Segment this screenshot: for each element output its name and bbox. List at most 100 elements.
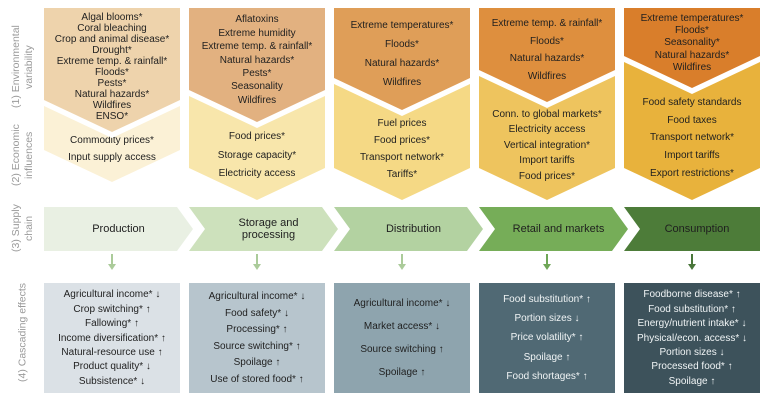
economic-item: Fuel prices <box>377 118 427 129</box>
economic-item: Food prices* <box>228 131 286 143</box>
down-arrow-stem <box>111 254 113 264</box>
environmental-item: Wildfires <box>92 100 132 111</box>
environmental-item: Extreme temp. & rainfall* <box>201 41 313 53</box>
environmental-item: Floods* <box>530 35 564 47</box>
effect-item: Income diversification* ↑ <box>58 332 166 344</box>
economic-item: Export restrictions* <box>650 168 734 180</box>
stage-arrow-production: Production <box>44 207 193 251</box>
effect-item: Natural-resource use ↑ <box>61 346 163 358</box>
effects-box-retail-and-markets: Food substitution* ↑Portion sizes ↓Price… <box>479 283 615 393</box>
row-label-cascading-effects: (4) Cascading effects <box>16 282 29 382</box>
environmental-item: Natural hazards* <box>74 89 150 100</box>
down-arrow-head <box>398 264 406 270</box>
environmental-item: Pests* <box>242 67 272 79</box>
down-arrow-retail-and-markets <box>479 254 615 272</box>
down-arrow-distribution <box>334 254 470 272</box>
effect-item: Agricultural income* ↓ <box>353 298 451 309</box>
environmental-item: Wildfires <box>527 70 567 82</box>
environmental-item: Extreme temperatures* <box>350 20 454 31</box>
down-arrow-stem <box>256 254 258 264</box>
environmental-item: Crop and animal disease* <box>54 34 170 45</box>
column-consumption: Extreme temperatures*Floods*Seasonality*… <box>624 8 760 204</box>
environmental-item: Natural hazards* <box>219 54 295 66</box>
economic-item: Import tariffs <box>664 150 720 162</box>
environmental-item: Extreme temp. & rainfall* <box>56 56 168 67</box>
environmental-item: Natural hazards* <box>364 58 440 69</box>
economic-item: Vertical integration* <box>503 139 591 151</box>
row-label-supply-chain: (3) Supply chain <box>9 204 35 252</box>
effect-item: Spoilage ↑ <box>523 351 571 363</box>
environmental-item: Pests* <box>97 78 127 89</box>
effect-item: Source switching ↑ <box>360 344 444 355</box>
column-retail-and-markets: Extreme temp. & rainfall*Floods*Natural … <box>479 8 615 204</box>
effect-item: Portion sizes ↓ <box>514 313 580 325</box>
effect-item: Energy/nutrient intake* ↓ <box>637 318 747 330</box>
effect-item: Processed food* ↑ <box>651 361 733 373</box>
environmental-item: Drought* <box>92 45 132 56</box>
column-distribution: Extreme temperatures*Floods*Natural haza… <box>334 8 470 204</box>
environmental-item: Coral bleaching <box>77 23 147 34</box>
effect-item: Spoilage ↑ <box>378 367 426 378</box>
effect-item: Food substitution* ↑ <box>503 294 591 306</box>
stage-label: Retail and markets <box>512 223 605 235</box>
down-arrow-stem <box>691 254 693 264</box>
environmental-item: Wildfires <box>382 77 422 88</box>
row-label-economic-influences: (2) Economic influences <box>9 124 35 186</box>
effects-box-consumption: Foodborne disease* ↑ Food substitution* ↑… <box>624 283 760 393</box>
effect-item: Foodborne disease* ↑ <box>643 289 741 301</box>
environmental-item: Algal blooms* <box>81 12 143 23</box>
down-arrow-production <box>44 254 180 272</box>
economic-item: Storage capacity* <box>217 149 297 161</box>
effect-item: Food safety* ↓ <box>225 307 289 319</box>
down-arrow-stem <box>546 254 548 264</box>
economic-item: Electricity access <box>218 167 296 179</box>
effect-item: Spoilage ↑ <box>233 357 281 369</box>
economic-item: Food prices* <box>373 135 431 146</box>
environmental-item: Aflatoxins <box>235 14 279 26</box>
effect-item: Market access* ↓ <box>363 321 441 332</box>
economic-item: Food prices* <box>518 170 576 182</box>
down-arrow-head <box>253 264 261 270</box>
environmental-item: Floods* <box>675 25 709 37</box>
stage-label: Production <box>92 223 145 235</box>
effects-box-storage-and-processing: Agricultural income* ↓Food safety* ↓Proc… <box>189 283 325 393</box>
environmental-item: Seasonality* <box>664 37 720 49</box>
down-arrow-consumption <box>624 254 760 272</box>
economic-item: Food taxes <box>667 114 717 126</box>
effect-item: Food shortages* ↑ <box>506 370 588 382</box>
economic-item: Tariffs* <box>386 169 418 180</box>
economic-item: Transport network* <box>649 132 735 144</box>
environmental-item: Extreme humidity <box>218 27 296 39</box>
economic-item: Food safety standards <box>642 96 742 108</box>
row-label-environmental-variability: (1) Environmental variability <box>9 25 35 109</box>
down-arrow-stem <box>401 254 403 264</box>
effect-item: Crop switching* ↑ <box>73 303 151 315</box>
effect-item: Physical/econ. access* ↓ <box>636 332 748 344</box>
environmental-item: Wildfires <box>672 61 712 73</box>
economic-item: Import tariffs <box>519 155 575 166</box>
stage-arrow-consumption: Consumption <box>624 207 760 251</box>
effect-item: Subsistence* ↓ <box>78 375 146 387</box>
cascading-effects-row: Agricultural income* ↓ Crop switching* ↑ F… <box>44 283 760 393</box>
effect-item: Agricultural income* ↓ <box>208 291 306 303</box>
down-arrow-storage-and-processing <box>189 254 325 272</box>
effect-item: Use of stored food* ↑ <box>210 373 304 385</box>
stage-arrow-distribution: Distribution <box>334 207 483 251</box>
economic-item: Input supply access <box>68 151 156 163</box>
environmental-chevron: Extreme temp. & rainfall*Floods*Natural … <box>479 8 615 102</box>
effects-box-production: Agricultural income* ↓Crop switching* ↑F… <box>44 283 180 393</box>
effect-item: Fallowing* ↑ <box>85 318 139 330</box>
effect-item: Food substitution* ↑ <box>648 303 736 315</box>
environmental-item: Floods* <box>95 67 129 78</box>
stage-label: Consumption <box>664 223 730 235</box>
environmental-item: Natural hazards* <box>654 49 730 61</box>
down-arrow-head <box>688 264 696 270</box>
economic-item: Commodity prices* <box>70 135 154 147</box>
